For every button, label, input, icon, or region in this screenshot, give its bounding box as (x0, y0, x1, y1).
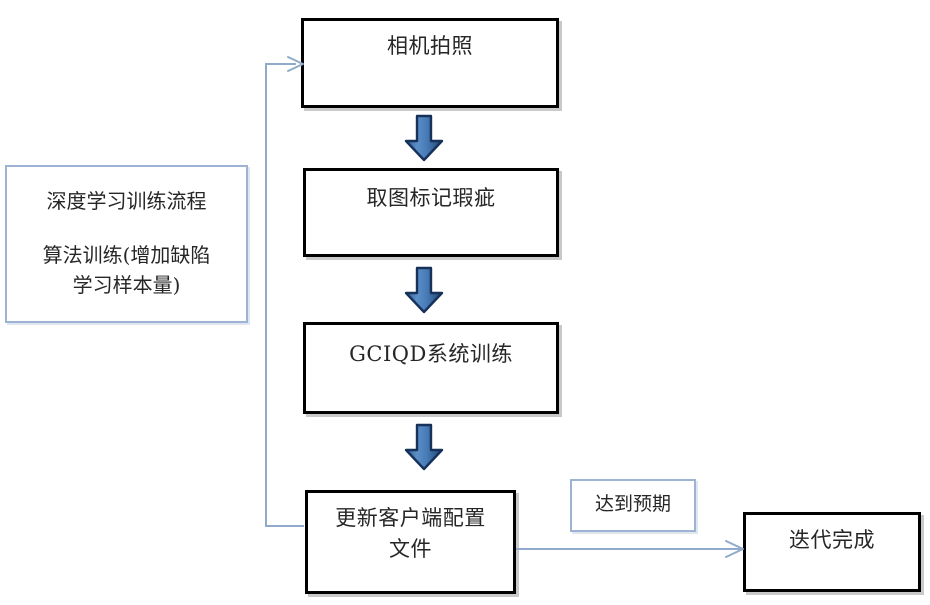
node-update-client-config[interactable]: 更新客户端配置 文件 (305, 490, 516, 594)
deep-learning-training-panel: 深度学习训练流程 算法训练(增加缺陷 学习样本量) (5, 165, 248, 323)
node-update-client-config-label: 更新客户端配置 文件 (335, 506, 486, 561)
note-meets-expectation: 达到预期 (570, 479, 696, 532)
panel-line-primary: 深度学习训练流程 (46, 189, 207, 213)
note-meets-expectation-label: 达到预期 (594, 493, 671, 515)
node-mark-defects-label: 取图标记瑕疵 (366, 186, 496, 210)
arrow-down-train-to-update (404, 423, 444, 471)
node-iteration-complete-label: 迭代完成 (789, 528, 875, 552)
arrow-feedback-update-to-capture (258, 55, 318, 540)
panel-line-secondary: 算法训练(增加缺陷 学习样本量) (42, 243, 211, 297)
node-gciqd-system-training[interactable]: GCIQD系统训练 (303, 322, 559, 414)
arrow-update-to-done (514, 538, 749, 562)
node-gciqd-system-training-label: GCIQD系统训练 (349, 342, 513, 366)
node-iteration-complete[interactable]: 迭代完成 (743, 512, 921, 592)
node-camera-capture[interactable]: 相机拍照 (301, 18, 559, 108)
arrow-down-mark-to-train (404, 266, 444, 314)
arrow-down-capture-to-mark (404, 114, 444, 162)
node-camera-capture-label: 相机拍照 (387, 34, 473, 58)
node-mark-defects[interactable]: 取图标记瑕疵 (303, 168, 559, 257)
